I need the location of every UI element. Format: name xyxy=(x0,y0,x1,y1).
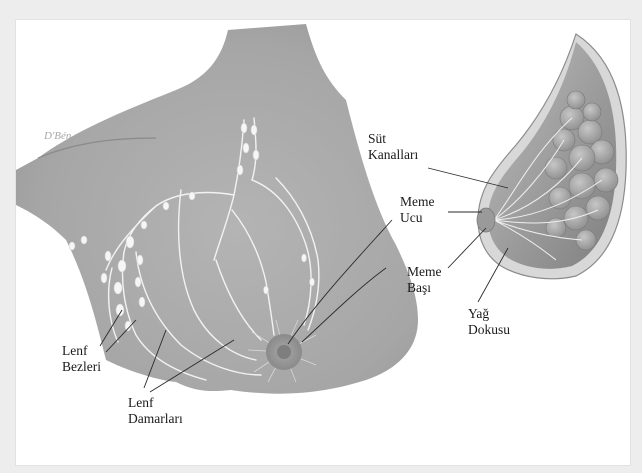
torso-silhouette xyxy=(16,24,418,394)
diagram-panel: D'Bén Süt Kanalları Meme Ucu Meme Başı Y… xyxy=(16,20,630,465)
breast-anatomy-illustration xyxy=(16,20,630,465)
label-lenf-damarlari: Lenf Damarları xyxy=(128,395,183,427)
leader-meme-basi-cross xyxy=(448,228,486,268)
nipple xyxy=(277,345,291,359)
breast-cross-section xyxy=(477,34,626,279)
label-meme-basi: Meme Başı xyxy=(407,264,442,296)
artist-signature: D'Bén xyxy=(44,130,71,142)
label-yag-dokusu: Yağ Dokusu xyxy=(468,306,510,338)
label-meme-ucu: Meme Ucu xyxy=(400,194,435,226)
label-lenf-bezleri: Lenf Bezleri xyxy=(62,343,101,375)
label-sut-kanallari: Süt Kanalları xyxy=(368,131,418,163)
